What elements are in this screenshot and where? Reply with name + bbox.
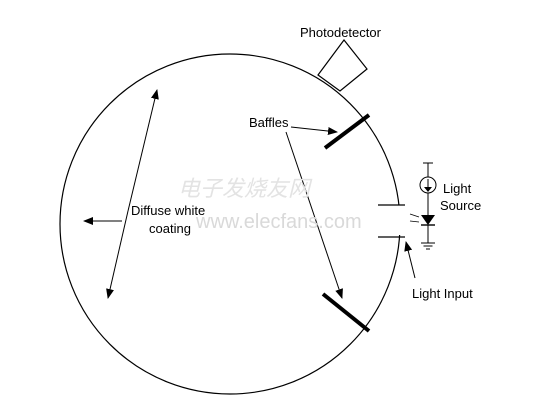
baffles-label: Baffles	[249, 115, 289, 130]
light-input-arrow	[404, 241, 416, 279]
baffle-top	[323, 113, 371, 150]
coating-arrow-down	[106, 210, 129, 299]
light-source-label-line1: Light	[443, 181, 472, 196]
current-source-arrowhead	[424, 187, 432, 192]
light-source-schematic	[409, 162, 437, 250]
led-emission-ray-2	[409, 220, 420, 223]
light-input-label: Light Input	[412, 286, 473, 301]
baffle-bottom	[321, 292, 371, 333]
baffles-arrow-bottom	[285, 131, 343, 299]
light-input-port-gap	[392, 205, 410, 235]
baffles-arrow-top	[290, 126, 338, 136]
photodetector-label: Photodetector	[300, 25, 382, 40]
coating-label-line2: coating	[149, 221, 191, 236]
light-source-label-line2: Source	[440, 198, 481, 213]
photodetector-box	[317, 39, 368, 92]
watermark-chinese: 电子发烧友网	[178, 177, 313, 202]
coating-label-line1: Diffuse white	[131, 203, 205, 218]
coating-arrow-up	[127, 89, 159, 212]
watermark-url: www.elecfans.com	[195, 211, 362, 233]
led-diode-icon	[421, 215, 435, 225]
led-emission-ray-1	[409, 213, 420, 218]
